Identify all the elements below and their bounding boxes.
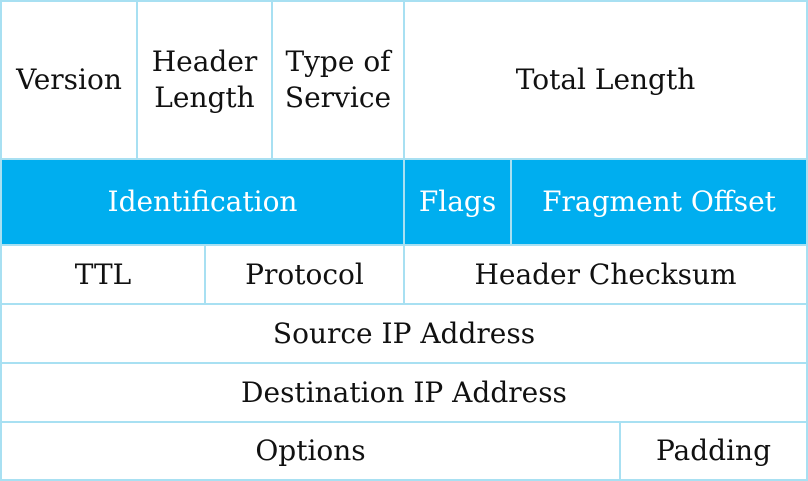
fragment-offset-label: Fragment Offset xyxy=(542,185,776,218)
identification-label: Identification xyxy=(107,185,298,218)
protocol-field: Protocol xyxy=(204,244,405,305)
options-field: Options xyxy=(0,421,621,481)
source-ip-address-field: Source IP Address xyxy=(0,303,808,364)
type-of-service-label: Type of Service xyxy=(284,45,392,114)
padding-label: Padding xyxy=(655,434,772,467)
identification-field: Identification xyxy=(0,158,405,246)
total-length-field: Total Length xyxy=(403,0,808,160)
fragment-offset-field: Fragment Offset xyxy=(510,158,808,246)
destination-ip-address-field: Destination IP Address xyxy=(0,362,808,423)
header-checksum-label: Header Checksum xyxy=(474,257,737,291)
destination-ip-address-label: Destination IP Address xyxy=(241,375,567,409)
version-field: Version xyxy=(0,0,138,160)
flags-label: Flags xyxy=(418,185,497,218)
protocol-label: Protocol xyxy=(245,257,364,291)
header-length-field: Header Length xyxy=(136,0,273,160)
source-ip-address-label: Source IP Address xyxy=(272,316,536,350)
ttl-label: TTL xyxy=(74,257,132,291)
type-of-service-field: Type of Service xyxy=(271,0,405,160)
header-length-label: Header Length xyxy=(151,45,258,114)
version-label: Version xyxy=(16,63,122,96)
padding-field: Padding xyxy=(619,421,808,481)
header-checksum-field: Header Checksum xyxy=(403,244,808,305)
total-length-label: Total Length xyxy=(515,63,696,96)
flags-field: Flags xyxy=(403,158,512,246)
options-label: Options xyxy=(255,434,366,467)
ttl-field: TTL xyxy=(0,244,206,305)
